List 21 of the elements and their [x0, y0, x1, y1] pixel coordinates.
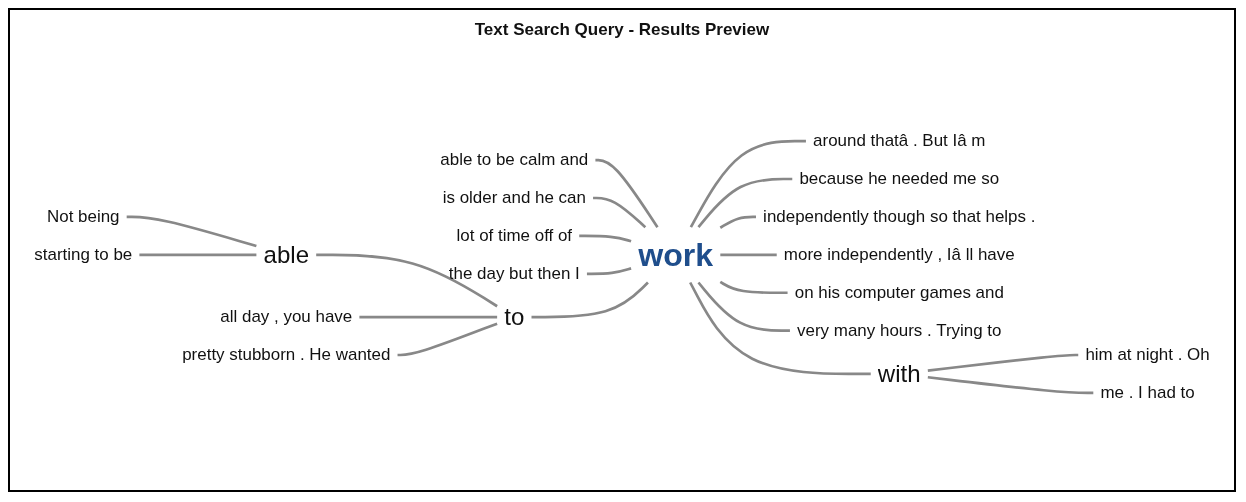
word-label: Not being — [47, 205, 120, 228]
word-label: around thatâ . But Iâ m — [813, 130, 986, 152]
word-label: him at night . Oh — [1085, 343, 1210, 366]
word-label: on his computer games and — [794, 281, 1004, 304]
word-label: more independently , Iâ ll have — [783, 243, 1015, 266]
word-label: is older and he can — [442, 186, 586, 209]
word-label: independently though so that helps . — [763, 205, 1036, 228]
word-label: all day , you have — [220, 306, 353, 328]
title: Text Search Query - Results Preview — [474, 20, 770, 40]
word-label: pretty stubborn . He wanted — [182, 343, 391, 366]
word-label: to — [504, 302, 525, 333]
word-label: with — [877, 359, 921, 390]
word-label: because he needed me so — [799, 168, 1000, 190]
word-label: very many hours . Trying to — [797, 319, 1002, 342]
word-label: able to be calm and — [440, 149, 589, 171]
word-label: able — [263, 240, 310, 270]
word-label: the day but then I — [448, 262, 580, 285]
word-label: lot of time off of — [456, 224, 573, 247]
word-label: work — [638, 235, 714, 275]
word-label: starting to be — [34, 243, 133, 266]
word-label: me . I had to — [1100, 381, 1195, 404]
